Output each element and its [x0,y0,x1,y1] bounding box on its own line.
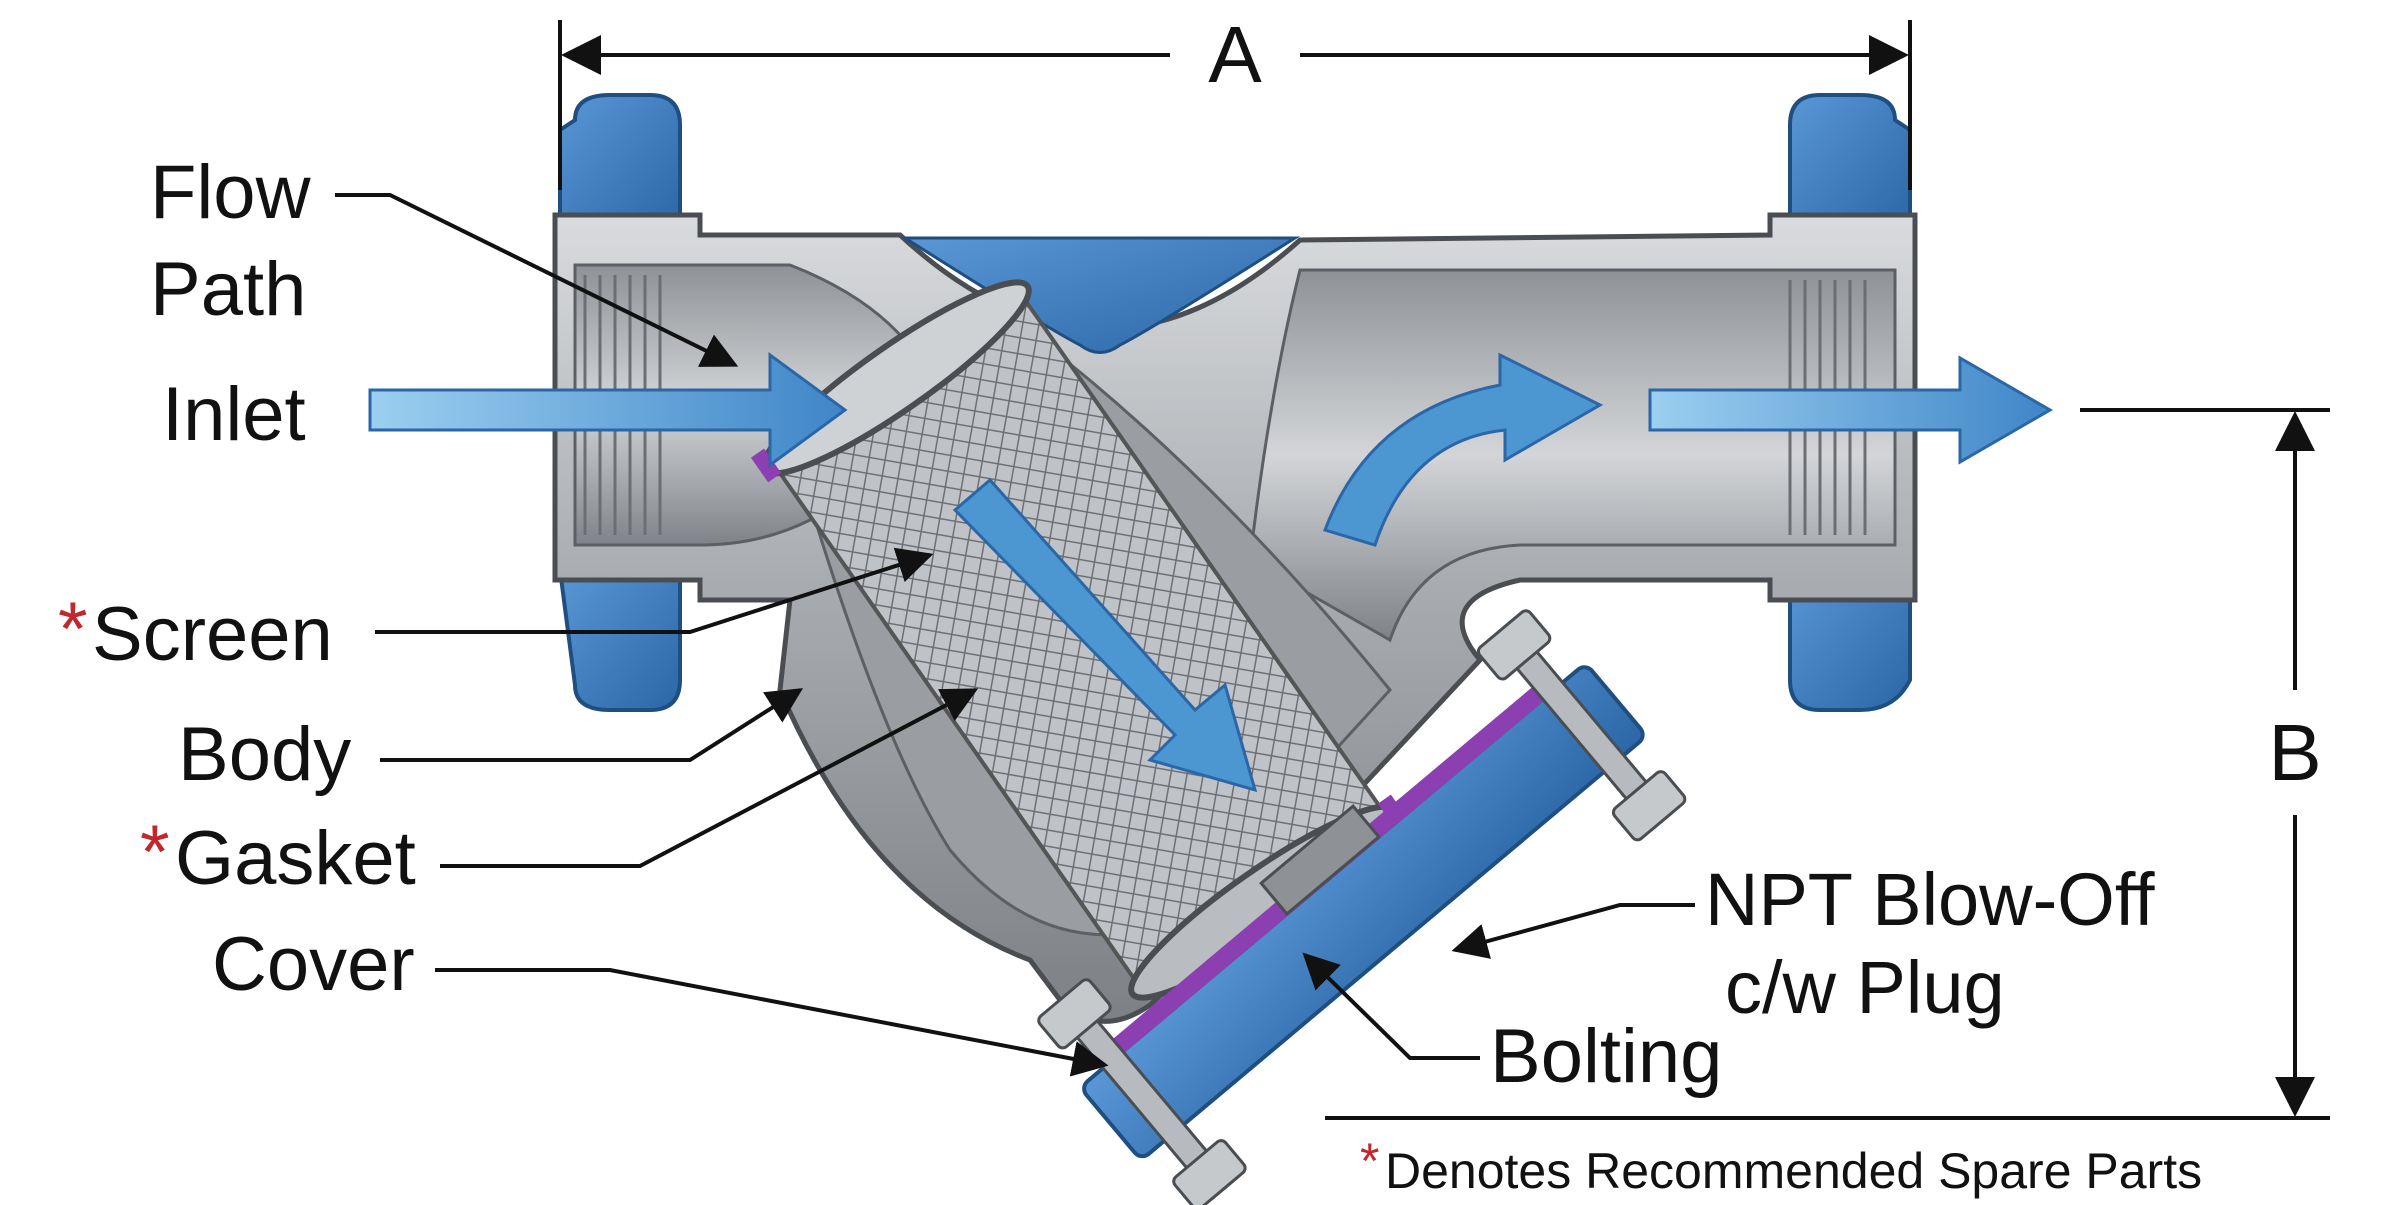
screen-flow-arrow [952,477,1258,793]
outlet-flow-arrow [1648,355,2053,465]
footnote-text: Denotes Recommended Spare Parts [1385,1143,2202,1199]
label-flow-path-2: Path [150,247,306,332]
leader-cover [435,968,1109,1077]
bolt-right [1476,609,1687,842]
dimension-b [1325,408,2330,1120]
label-cover: Cover [212,922,415,1007]
label-bolting: Bolting [1490,1014,1722,1099]
leader-body [380,688,804,762]
outlet-flange [1788,93,1912,232]
dimension-a [558,20,1912,190]
leader-gasket [440,688,979,868]
label-screen: Screen [92,592,333,677]
leader-lines [335,193,1695,1077]
leader-npt [1451,903,1695,959]
label-gasket-star: * [140,810,170,895]
inlet-flange-lower [557,568,682,712]
label-flow-path-1: Flow [150,150,312,235]
labels: Flow Path Inlet * Screen Body * Gasket C… [58,150,2155,1099]
outlet-flange-lower [1788,568,1912,712]
leader-screen [375,547,934,634]
leader-flow-path [335,193,739,367]
dimension-a-label: A [1208,10,1262,99]
dimension-b-label: B [2268,708,2321,797]
footnote-star: * [1360,1133,1379,1189]
blow-off-plug [1259,803,1381,917]
label-npt-1: NPT Blow-Off [1705,858,2155,941]
label-inlet: Inlet [162,372,306,457]
leader-bolting [1302,952,1480,1060]
label-gasket: Gasket [175,816,416,901]
flow-arrows [368,352,2053,793]
label-npt-2: c/w Plug [1725,946,2005,1029]
screen-gasket-top [750,448,782,483]
label-screen-star: * [58,587,88,672]
turn-flow-arrow [1323,352,1604,547]
inlet-flow-arrow [368,352,848,468]
footnote: * Denotes Recommended Spare Parts [1360,1133,2202,1199]
inlet-flange [558,93,682,232]
label-body: Body [178,712,351,797]
